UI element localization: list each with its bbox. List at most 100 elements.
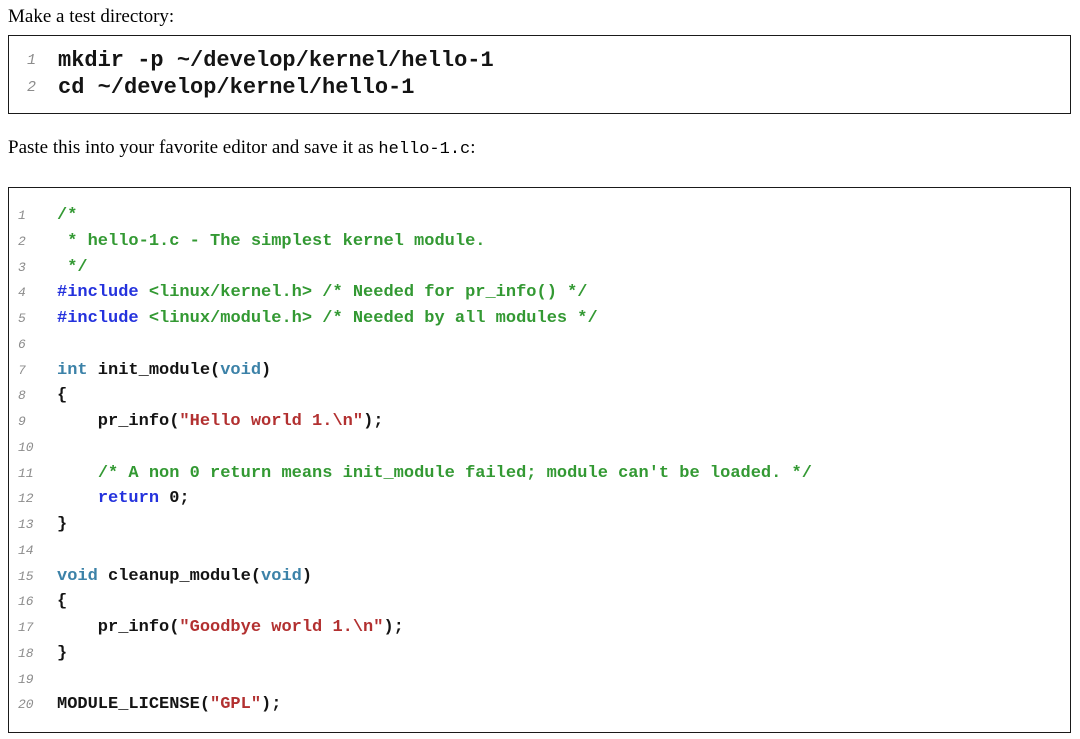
line-number: 14 bbox=[18, 542, 34, 558]
code-text: int init_module(void) bbox=[57, 358, 271, 384]
code-token: <linux/kernel.h> /* Needed for pr_info()… bbox=[138, 283, 588, 303]
code-token: return bbox=[97, 489, 160, 509]
line-number: 6 bbox=[18, 336, 26, 352]
code-token: ); bbox=[383, 618, 404, 637]
code-token: "Hello world 1.\n" bbox=[179, 412, 364, 431]
code-line: 19 bbox=[9, 667, 1070, 693]
code-text: #include <linux/kernel.h> /* Needed for … bbox=[57, 280, 588, 306]
line-number: 2 bbox=[27, 79, 37, 96]
code-token: * hello-1.c - The simplest kernel module… bbox=[57, 231, 486, 251]
code-token: } bbox=[57, 643, 68, 663]
code-line: 17 pr_info("Goodbye world 1.\n"); bbox=[9, 615, 1070, 641]
line-number: 17 bbox=[18, 620, 34, 635]
code-text: /* A non 0 return means init_module fail… bbox=[57, 461, 812, 487]
code-token: "GPL" bbox=[210, 695, 262, 715]
line-number: 5 bbox=[18, 311, 26, 326]
code-token: #include bbox=[57, 283, 139, 303]
code-token: { bbox=[57, 386, 68, 406]
paragraph-paste-editor-colon: : bbox=[470, 137, 476, 158]
code-token: ) bbox=[301, 566, 313, 586]
code-text: */ bbox=[57, 255, 88, 281]
code-text: MODULE_LICENSE("GPL"); bbox=[57, 692, 281, 718]
code-token: init_module( bbox=[87, 360, 221, 380]
line-number: 1 bbox=[18, 208, 26, 223]
code-line: 9 pr_info("Hello world 1.\n"); bbox=[9, 409, 1070, 435]
line-number: 12 bbox=[18, 491, 34, 507]
code-token: /* A non 0 return means init_module fail… bbox=[97, 463, 812, 483]
code-token: */ bbox=[57, 257, 88, 277]
code-text: pr_info("Goodbye world 1.\n"); bbox=[57, 615, 404, 641]
line-number: 20 bbox=[18, 697, 34, 713]
paragraph-paste-editor-text: Paste this into your favorite editor and… bbox=[8, 137, 379, 158]
code-line: 15 void cleanup_module(void) bbox=[9, 564, 1070, 590]
code-line: 16 { bbox=[9, 589, 1070, 615]
line-number: 3 bbox=[18, 259, 26, 275]
code-line: 11 /* A non 0 return means init_module f… bbox=[9, 461, 1070, 487]
code-token: void bbox=[261, 566, 302, 586]
line-number: 16 bbox=[18, 594, 34, 610]
code-line: 3 */ bbox=[9, 255, 1070, 281]
line-number: 13 bbox=[18, 517, 34, 532]
code-token: /* bbox=[57, 206, 78, 225]
code-text: cd ~/develop/kernel/hello-1 bbox=[58, 74, 414, 101]
code-text: * hello-1.c - The simplest kernel module… bbox=[57, 229, 485, 255]
code-line: 1 mkdir -p ~/develop/kernel/hello-1 bbox=[9, 47, 1070, 74]
paragraph-paste-editor: Paste this into your favorite editor and… bbox=[8, 136, 1072, 161]
code-text: } bbox=[57, 641, 67, 667]
code-token bbox=[57, 464, 98, 483]
code-line: 1 /* bbox=[9, 203, 1070, 229]
code-line: 7 int init_module(void) bbox=[9, 358, 1070, 384]
code-token: void bbox=[57, 566, 98, 586]
code-line: 20 MODULE_LICENSE("GPL"); bbox=[9, 692, 1070, 718]
line-number: 9 bbox=[18, 414, 26, 429]
code-line: 14 bbox=[9, 538, 1070, 564]
code-token: "Goodbye world 1.\n" bbox=[179, 618, 384, 637]
code-text: } bbox=[57, 512, 67, 538]
code-line: 8{ bbox=[9, 383, 1070, 409]
code-line: 10 bbox=[9, 435, 1070, 461]
code-token: void bbox=[220, 360, 262, 380]
code-text: { bbox=[57, 589, 67, 615]
code-line: 12 return 0; bbox=[9, 486, 1070, 512]
code-token: { bbox=[57, 592, 68, 612]
code-text: { bbox=[57, 383, 67, 409]
line-number: 15 bbox=[18, 568, 34, 584]
code-token: 0; bbox=[159, 489, 190, 509]
code-text: pr_info("Hello world 1.\n"); bbox=[57, 409, 384, 435]
code-token: ); bbox=[261, 695, 282, 715]
code-token bbox=[57, 489, 98, 508]
code-line: 4 #include <linux/kernel.h> /* Needed for… bbox=[9, 280, 1070, 306]
line-number: 7 bbox=[18, 362, 26, 378]
line-number: 1 bbox=[27, 52, 37, 69]
code-token: mkdir -p ~/develop/kernel/hello-1 bbox=[58, 48, 494, 73]
code-line: 2 cd ~/develop/kernel/hello-1 bbox=[9, 74, 1070, 101]
paragraph-make-test-directory: Make a test directory: bbox=[8, 6, 175, 27]
line-number: 19 bbox=[18, 671, 34, 687]
code-token: ); bbox=[363, 412, 384, 431]
code-token: cleanup_module( bbox=[97, 566, 262, 586]
code-token: pr_info( bbox=[57, 412, 180, 431]
line-number: 18 bbox=[18, 645, 34, 661]
code-text: mkdir -p ~/develop/kernel/hello-1 bbox=[58, 47, 494, 74]
code-token: } bbox=[57, 515, 68, 534]
code-token: <linux/module.h> /* Needed by all module… bbox=[138, 309, 598, 328]
line-number: 11 bbox=[18, 465, 34, 481]
code-text: /* bbox=[57, 203, 77, 229]
code-text: void cleanup_module(void) bbox=[57, 564, 312, 590]
code-token: #include bbox=[57, 309, 139, 328]
code-token: MODULE_LICENSE( bbox=[57, 695, 211, 715]
c-source-code-block: 1 /* 2 * hello-1.c - The simplest kernel m… bbox=[8, 187, 1071, 733]
line-number: 10 bbox=[18, 439, 34, 455]
line-number: 8 bbox=[18, 388, 26, 404]
code-line: 5 #include <linux/module.h> /* Needed by … bbox=[9, 306, 1070, 332]
line-number: 4 bbox=[18, 285, 26, 301]
code-text: return 0; bbox=[57, 486, 190, 512]
code-line: 2 * hello-1.c - The simplest kernel modu… bbox=[9, 229, 1070, 255]
code-token: cd ~/develop/kernel/hello-1 bbox=[58, 75, 415, 100]
code-token: int bbox=[57, 360, 88, 380]
inline-filename-code: hello-1.c bbox=[378, 140, 471, 159]
code-text: #include <linux/module.h> /* Needed by a… bbox=[57, 306, 598, 332]
code-token: pr_info( bbox=[57, 618, 180, 637]
shell-code-block: 1 mkdir -p ~/develop/kernel/hello-1 2 cd ~/… bbox=[8, 35, 1071, 114]
